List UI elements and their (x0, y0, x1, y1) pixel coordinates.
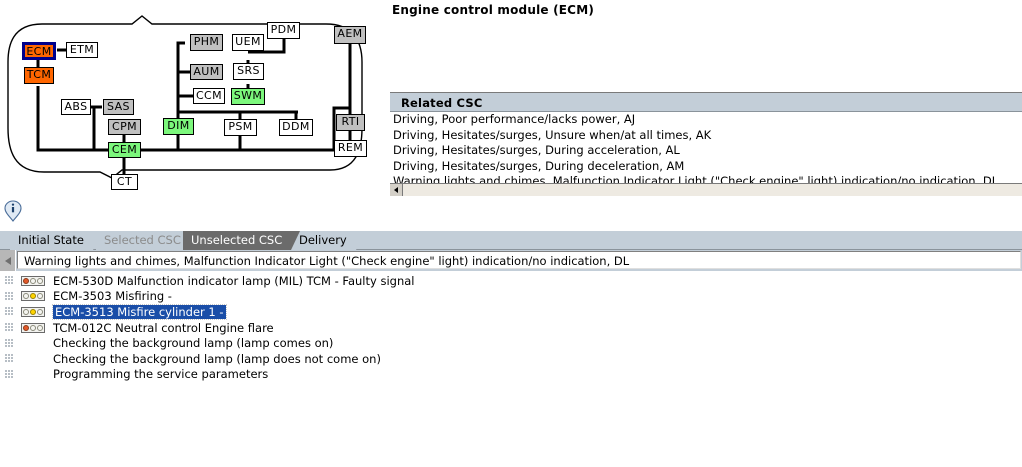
node-label: TCM (26, 68, 52, 81)
node-label: AEM (337, 27, 363, 40)
drag-grip-icon[interactable] (5, 323, 14, 333)
node-label: UEM (235, 35, 261, 48)
scroll-left-button[interactable] (390, 184, 403, 196)
diagram-node-phm[interactable]: PHM (190, 34, 223, 51)
path-field[interactable]: Warning lights and chimes, Malfunction I… (17, 251, 1021, 269)
list-item-label: ECM-3513 Misfire cylinder 1 - (52, 303, 227, 320)
list-item-label: TCM-012C Neutral control Engine flare (53, 320, 274, 335)
tab-unselected-csc[interactable]: Unselected CSC (183, 231, 301, 250)
list-item[interactable]: Driving, Poor performance/lacks power, A… (393, 112, 636, 126)
diagram-node-rti[interactable]: RTI (336, 114, 365, 131)
list-item[interactable]: Warning lights and chimes, Malfunction I… (393, 174, 999, 184)
node-label: SRS (237, 64, 260, 77)
list-item[interactable]: Driving, Hesitates/surges, Unsure when/a… (393, 127, 712, 142)
diagram-node-tcm[interactable]: TCM (24, 67, 54, 84)
related-csc-list[interactable]: Driving, Poor performance/lacks power, A… (390, 112, 1022, 184)
tab-label: Delivery (299, 233, 347, 247)
triangle-left-icon (4, 256, 11, 265)
node-label: PHM (193, 35, 220, 48)
node-label: REM (337, 141, 364, 154)
list-item-label: Checking the background lamp (lamp comes… (53, 336, 334, 351)
scrollbar-track[interactable] (403, 184, 1022, 196)
tab-delivery[interactable]: Delivery (291, 231, 365, 250)
diagram-node-psm[interactable]: PSM (224, 119, 257, 136)
tab-bar: Initial State Selected CSC Unselected CS… (0, 231, 1022, 250)
node-label: SAS (107, 100, 130, 113)
tab-selected-csc[interactable]: Selected CSC (96, 231, 199, 250)
status-led-icon (21, 306, 45, 317)
node-label: PSM (228, 120, 253, 133)
diagram-node-rem[interactable]: REM (334, 140, 367, 157)
diagram-node-pdm[interactable]: PDM (267, 22, 300, 39)
triangle-left-icon (394, 187, 398, 193)
tab-initial-state[interactable]: Initial State (10, 231, 102, 250)
list-item-label: Checking the background lamp (lamp does … (53, 351, 381, 366)
info-icon[interactable] (3, 200, 23, 222)
list-item[interactable]: ECM-3503 Misfiring - (0, 289, 1022, 305)
diagram-node-aum[interactable]: AUM (190, 64, 223, 80)
page-title: Engine control module (ECM) (392, 3, 595, 17)
node-label: AUM (193, 65, 220, 78)
diagram-node-etm[interactable]: ETM (66, 42, 98, 58)
node-label: ETM (69, 43, 95, 56)
drag-grip-icon[interactable] (5, 291, 14, 301)
diagram-node-abs[interactable]: ABS (61, 99, 91, 115)
network-diagram[interactable]: ECM ETM TCM ABS SAS CPM CEM CT PHM AUM C… (0, 0, 382, 196)
list-item-label: Programming the service parameters (53, 367, 269, 382)
list-item-label: ECM-3503 Misfiring - (53, 289, 172, 304)
node-label: DDM (282, 120, 310, 133)
list-item[interactable]: Driving, Hesitates/surges, During decele… (393, 158, 685, 173)
drag-grip-icon[interactable] (5, 338, 14, 348)
list-item[interactable]: Programming the service parameters (0, 367, 1022, 383)
drag-grip-icon[interactable] (5, 276, 14, 286)
diagram-wires (7, 15, 363, 179)
diagram-node-aem[interactable]: AEM (334, 26, 366, 44)
node-label: SWM (233, 89, 263, 102)
diagram-node-srs[interactable]: SRS (233, 63, 264, 80)
node-label: DIM (167, 119, 190, 132)
list-item[interactable]: Checking the background lamp (lamp comes… (0, 335, 1022, 351)
diagram-node-dim[interactable]: DIM (163, 118, 194, 135)
diagram-node-cpm[interactable]: CPM (108, 119, 141, 135)
diagnostic-tree-list[interactable]: ECM-530D Malfunction indicator lamp (MIL… (0, 273, 1022, 382)
path-row: Warning lights and chimes, Malfunction I… (0, 250, 1022, 271)
list-item[interactable]: ECM-530D Malfunction indicator lamp (MIL… (0, 273, 1022, 289)
diagram-node-sas[interactable]: SAS (103, 99, 134, 115)
node-label: CPM (111, 120, 137, 133)
node-label: ABS (64, 100, 88, 113)
back-button[interactable] (0, 250, 16, 271)
tab-label: Initial State (18, 233, 84, 247)
node-label: CCM (195, 89, 223, 102)
diagram-node-ct[interactable]: CT (111, 174, 138, 190)
list-item-selected[interactable]: ECM-3513 Misfire cylinder 1 - (0, 303, 1022, 320)
status-led-icon (21, 291, 45, 302)
diagram-node-cem[interactable]: CEM (108, 142, 141, 158)
node-label: CT (116, 175, 133, 188)
drag-grip-icon[interactable] (5, 354, 14, 364)
diagram-node-swm[interactable]: SWM (231, 88, 265, 105)
diagram-node-ddm[interactable]: DDM (279, 119, 313, 136)
related-csc-panel: Related CSC Driving, Poor performance/la… (390, 92, 1022, 196)
node-label: CEM (111, 143, 138, 156)
list-item-label: ECM-530D Malfunction indicator lamp (MIL… (53, 273, 415, 288)
list-item[interactable]: Driving, Hesitates/surges, During accele… (393, 143, 680, 157)
list-item[interactable]: TCM-012C Neutral control Engine flare (0, 320, 1022, 336)
drag-grip-icon[interactable] (5, 307, 14, 317)
related-csc-header: Related CSC (390, 93, 1022, 112)
diagram-node-ecm[interactable]: ECM (22, 42, 56, 60)
tab-label: Unselected CSC (191, 233, 283, 247)
tab-label: Selected CSC (104, 233, 181, 247)
diagram-node-ccm[interactable]: CCM (193, 88, 225, 104)
horizontal-scrollbar[interactable] (390, 183, 1022, 196)
status-led-icon (21, 322, 45, 333)
drag-grip-icon[interactable] (5, 369, 14, 379)
node-label: RTI (341, 115, 360, 128)
node-label: PDM (270, 23, 297, 36)
status-led-icon (21, 275, 45, 286)
diagram-node-uem[interactable]: UEM (232, 34, 264, 51)
list-item[interactable]: Checking the background lamp (lamp does … (0, 351, 1022, 367)
node-label: ECM (26, 45, 52, 58)
